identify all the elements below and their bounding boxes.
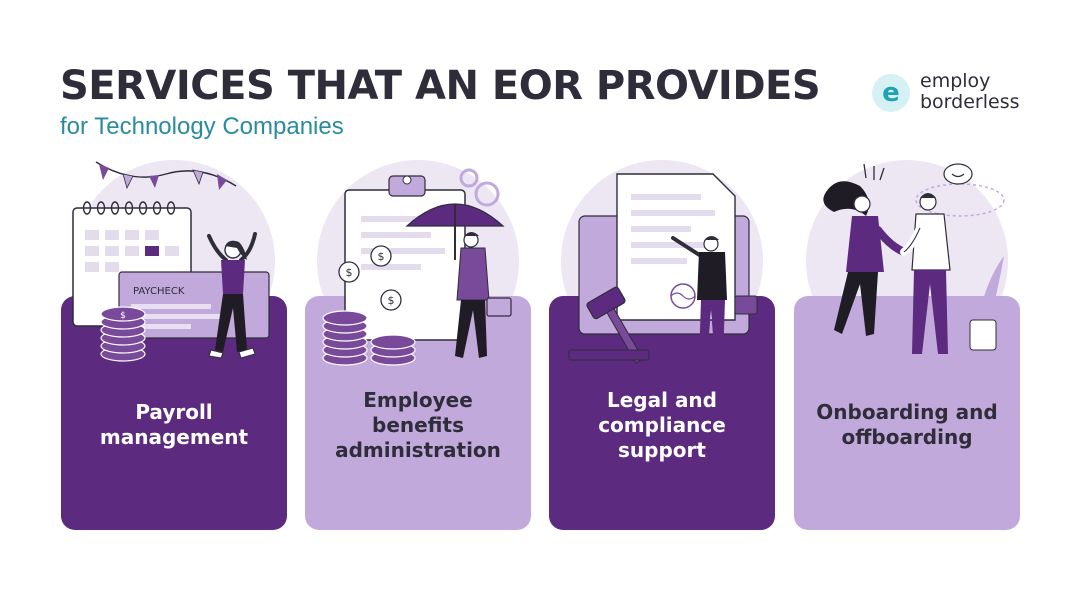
logo-text-borderless: borderless [920,91,1020,113]
svg-text:$: $ [346,266,353,279]
card-title: Onboarding and offboarding [816,400,998,449]
service-card-payroll: PAYCHECK $ Payroll management [61,160,287,530]
svg-text:$: $ [388,294,395,307]
paycheck-text: PAYCHECK [133,286,185,297]
card-panel [549,296,775,530]
page-title: SERVICES THAT AN EOR PROVIDES [60,63,821,109]
handshake-illustration [823,163,1005,354]
svg-text:$: $ [120,311,126,321]
service-card-legal: Legal and compliance support [549,160,775,530]
card-title: Legal and compliance support [598,388,726,462]
card-title: Payroll management [99,400,249,449]
logo-text-employ: employ [920,70,991,92]
gavel-document-illustration [568,173,758,364]
service-card-benefits: $ $ $ Employee benefits administration [305,160,531,530]
svg-text:$: $ [378,250,385,263]
service-card-onboarding: Onboarding and offboarding [794,160,1020,530]
employ-borderless-logo: e employ borderless [872,70,1032,116]
page-subtitle: for Technology Companies [60,113,344,140]
logo-mark-icon: e [872,74,910,112]
paycheck-calendar-illustration: PAYCHECK $ [72,161,270,362]
umbrella-clipboard-illustration: $ $ $ [322,168,512,366]
card-title: Employee benefits administration [335,388,501,462]
